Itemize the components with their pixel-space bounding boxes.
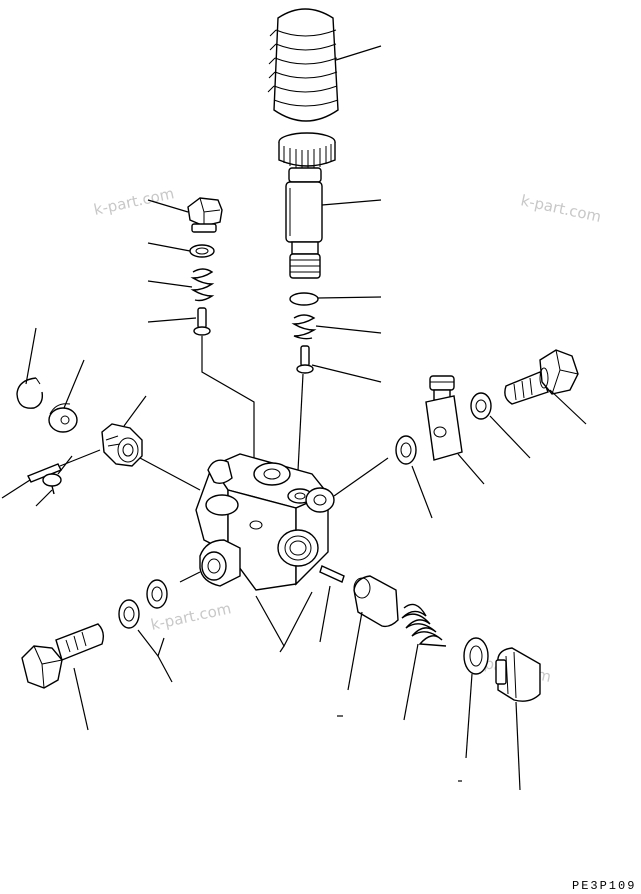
snap-ring xyxy=(16,377,44,409)
watermark: k-part.com xyxy=(519,191,603,226)
assembly-line xyxy=(333,457,389,497)
leader-line xyxy=(311,364,382,383)
check-valve-small xyxy=(193,307,211,336)
plug-bottom xyxy=(495,647,541,702)
gasket-right-upper xyxy=(395,435,417,465)
check-pin xyxy=(42,455,73,495)
priming-pump-plunger xyxy=(278,132,336,279)
leader-line xyxy=(489,415,531,459)
bushing xyxy=(48,403,78,433)
dust-boot xyxy=(267,8,339,122)
o-ring xyxy=(289,292,319,306)
pin-body xyxy=(319,565,345,583)
leader-line xyxy=(465,673,473,759)
leader-line xyxy=(515,701,521,791)
spring-center xyxy=(291,314,317,340)
leader-line xyxy=(147,242,191,252)
leader-line xyxy=(35,489,53,507)
banjo-fitting xyxy=(101,423,143,467)
pump-body xyxy=(195,453,335,591)
gasket-bottom xyxy=(463,637,489,675)
eye-bolt-right xyxy=(504,349,579,405)
leader-line xyxy=(315,325,382,334)
leader-line xyxy=(335,45,382,61)
connector-fitting xyxy=(425,375,463,461)
strainer-cup xyxy=(353,575,399,628)
eye-bolt-left xyxy=(21,623,105,689)
leader-line xyxy=(321,199,382,206)
leader-line xyxy=(25,327,37,385)
leader-line xyxy=(157,655,173,683)
leader-line xyxy=(457,453,485,485)
leader-line xyxy=(403,643,419,721)
leader-line xyxy=(411,465,433,519)
watermark: k-part.com xyxy=(92,184,176,219)
leader-line xyxy=(279,645,285,653)
gasket-pair-left xyxy=(118,579,168,629)
leader-line xyxy=(147,280,193,288)
gasket-small xyxy=(189,244,215,258)
leader-line xyxy=(549,389,587,425)
assembly-line xyxy=(139,457,201,491)
leader-line xyxy=(147,317,197,323)
washer-right xyxy=(470,392,492,420)
strainer-spring xyxy=(401,603,447,647)
check-valve-center xyxy=(296,345,314,374)
leader-line xyxy=(147,199,189,213)
leader-line xyxy=(317,296,382,299)
leader-line xyxy=(63,359,85,409)
leader-line xyxy=(1,479,31,499)
leader-line xyxy=(255,591,313,648)
drawing-code: PE3P109 xyxy=(572,879,636,893)
leader-line xyxy=(73,667,89,731)
leader-line xyxy=(347,611,363,691)
leader-line xyxy=(123,395,147,427)
leader-line xyxy=(319,585,331,643)
spring-small xyxy=(190,268,215,302)
plug-bolt xyxy=(187,197,223,233)
assembly-line xyxy=(179,571,201,583)
leader-line xyxy=(137,629,165,658)
